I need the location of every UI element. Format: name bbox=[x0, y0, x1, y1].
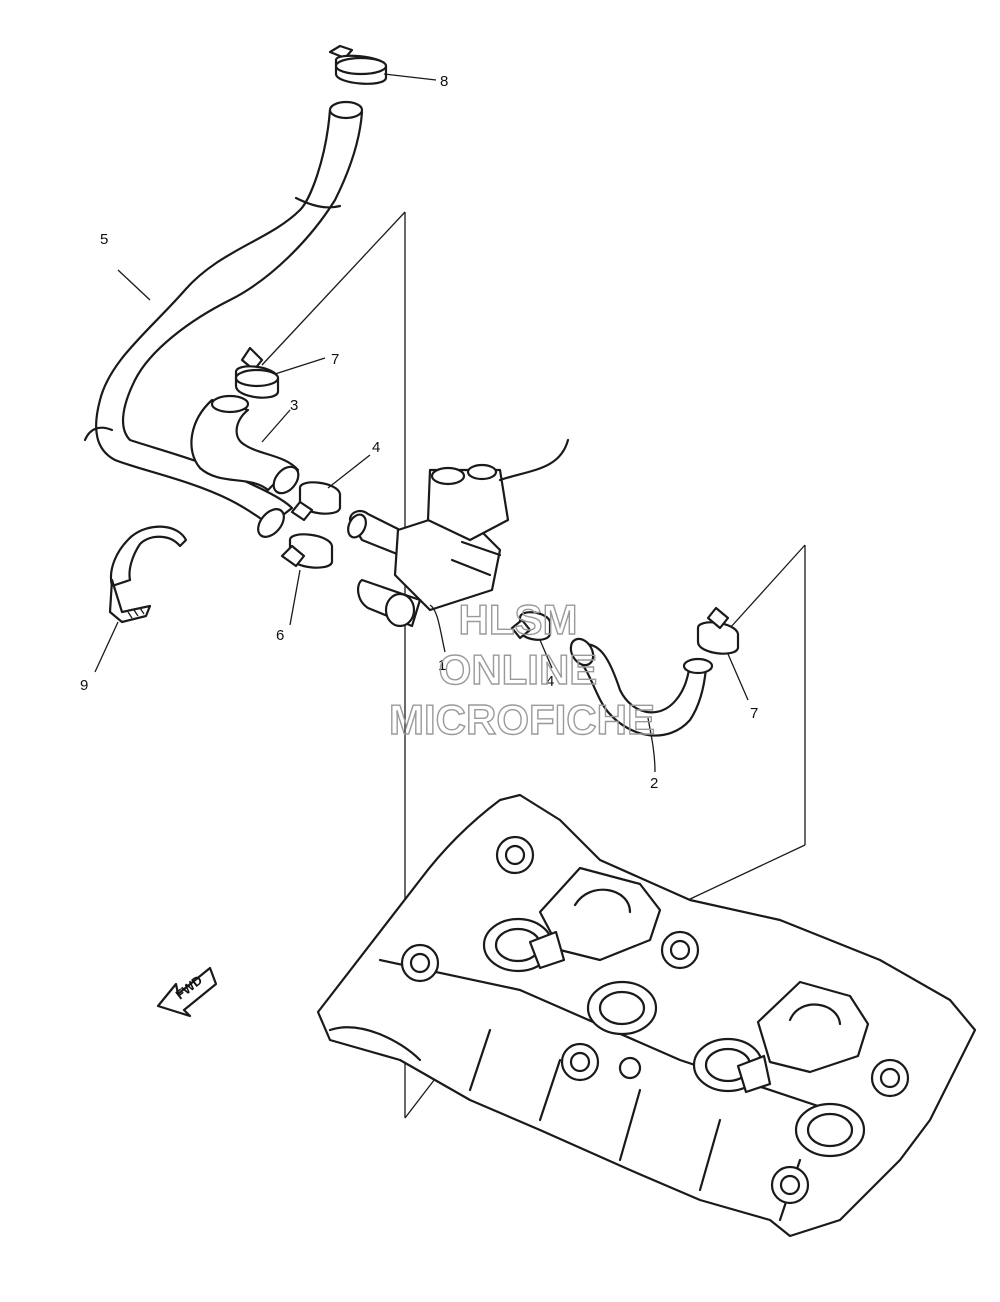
callout-7-left: 7 bbox=[331, 351, 339, 368]
reed-valve-cover-left bbox=[528, 866, 662, 970]
callout-4-left: 4 bbox=[372, 439, 380, 456]
watermark-line-2: ONLINE bbox=[439, 646, 598, 693]
watermark-line-1: HLSM bbox=[459, 596, 578, 643]
watermark: HLSM ONLINE MICROFICHE bbox=[388, 595, 655, 743]
part-6-clamp[interactable] bbox=[280, 533, 334, 569]
part-9-bracket[interactable] bbox=[108, 525, 188, 624]
part-2-hose[interactable] bbox=[566, 635, 714, 737]
part-4-clamp-left[interactable] bbox=[290, 481, 342, 522]
part-8-clamp[interactable] bbox=[328, 44, 388, 85]
callout-4-right: 4 bbox=[546, 673, 554, 690]
watermark-line-3: MICROFICHE bbox=[389, 696, 655, 743]
callout-9: 9 bbox=[80, 677, 88, 694]
part-3-hose[interactable] bbox=[190, 394, 303, 498]
callout-labels: 8 5 7 3 4 6 9 1 4 7 2 bbox=[80, 73, 758, 792]
cover-bolt-holes bbox=[400, 835, 910, 1205]
callout-leader-lines bbox=[94, 73, 749, 773]
callout-3: 3 bbox=[290, 397, 298, 414]
callout-1: 1 bbox=[438, 657, 446, 674]
reed-valve-cover-right bbox=[736, 980, 870, 1094]
callout-8: 8 bbox=[440, 73, 448, 90]
part-7-clamp-left[interactable] bbox=[234, 346, 280, 399]
callout-7-right: 7 bbox=[750, 705, 758, 722]
fwd-direction-arrow: FWD bbox=[156, 966, 218, 1018]
part-1-air-cut-valve[interactable] bbox=[345, 438, 570, 628]
part-7-clamp-right[interactable] bbox=[696, 606, 740, 655]
callout-6: 6 bbox=[276, 627, 284, 644]
callout-2: 2 bbox=[650, 775, 658, 792]
cylinder-head-cover bbox=[316, 793, 977, 1238]
part-5-hose[interactable] bbox=[83, 100, 364, 542]
callout-5: 5 bbox=[100, 231, 108, 248]
part-4-clamp-right[interactable] bbox=[510, 611, 552, 641]
